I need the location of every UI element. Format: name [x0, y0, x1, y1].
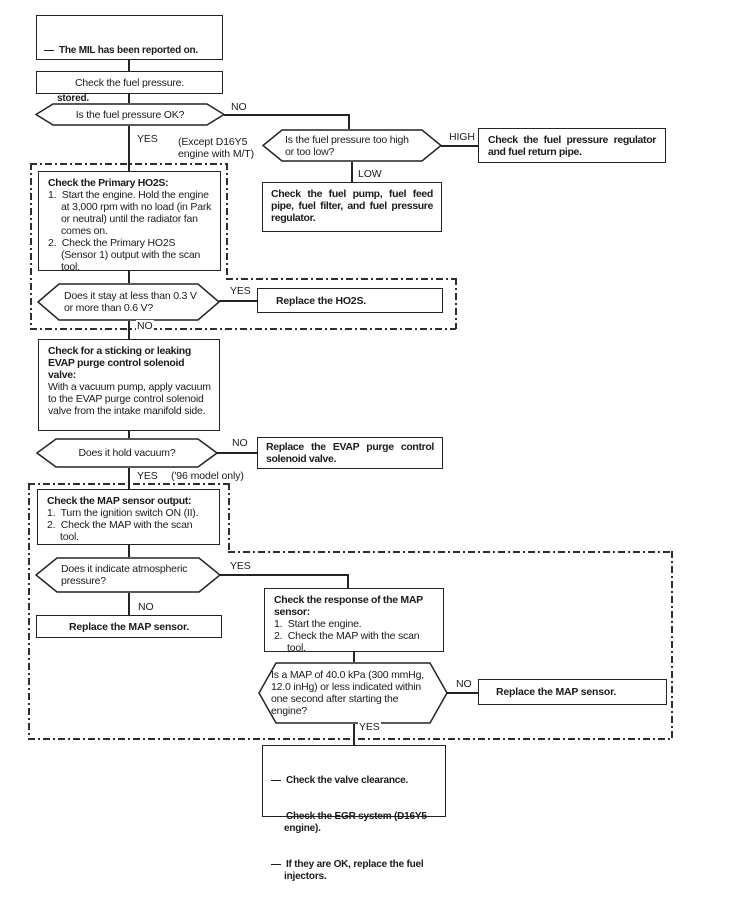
map-response-title: Check the response of the MAP sensor:: [274, 594, 423, 618]
connector-yes-down: [128, 126, 130, 171]
yes-label: YES: [229, 560, 252, 572]
map-40kpa-decision: Is a MAP of 40.0 kPa (300 mmHg, 12.0 inH…: [258, 662, 448, 724]
connector-no-down: [128, 593, 130, 615]
yes-label: YES: [136, 470, 159, 482]
hexagon-shape: [258, 662, 448, 724]
connector: [128, 60, 130, 71]
dash-region2-bottom: [28, 738, 673, 740]
check-map-response-box: Check the response of the MAP sensor: 1.…: [264, 588, 444, 654]
dash-region2-right: [671, 551, 673, 739]
yes-label: YES: [136, 133, 159, 145]
final-line: — Check the EGR system (D16Y5 engine).: [271, 811, 430, 834]
connector: [353, 652, 355, 662]
hexagon-shape: [35, 557, 221, 593]
ho2s-step: 2. Check the Primary HO2S (Sensor 1) out…: [48, 237, 203, 273]
connector-yes-right: [220, 574, 348, 576]
hexagon-shape: [37, 283, 220, 321]
check-regulator-text: Check the fuel pressure regulator and fu…: [488, 134, 656, 158]
no-label: NO: [136, 320, 154, 332]
no-label: NO: [230, 101, 248, 113]
map-output-title: Check the MAP sensor output:: [47, 495, 192, 507]
final-line: — Check the valve clearance.: [271, 775, 409, 786]
replace-ho2s-box: Replace the HO2S.: [257, 288, 443, 313]
connector: [128, 545, 130, 557]
dash-region1-right: [455, 278, 457, 329]
connector-no-down: [128, 321, 130, 339]
replace-ho2s-text: Replace the HO2S.: [276, 294, 366, 307]
evap-body: With a vacuum pump, apply vacuum to the …: [48, 381, 211, 417]
model-96-annotation: ('96 model only): [170, 470, 245, 482]
stay-voltage-decision: Does it stay at less than 0.3 V or more …: [37, 283, 220, 321]
high-label: HIGH: [448, 131, 476, 143]
check-map-output-box: Check the MAP sensor output: 1. Turn the…: [37, 489, 220, 545]
no-label: NO: [137, 601, 155, 613]
final-line: — If they are OK, replace the fuel injec…: [271, 859, 427, 882]
pressure-high-low-text: Is the fuel pressure too high or too low…: [285, 133, 409, 158]
replace-map-sensor-box: Replace the MAP sensor.: [36, 615, 222, 638]
final-box: — Check the valve clearance. — Check the…: [262, 745, 446, 882]
check-regulator-box: Check the fuel pressure regulator and fu…: [478, 128, 666, 163]
pressure-high-low-decision: Is the fuel pressure too high or too low…: [262, 129, 442, 162]
fuel-pressure-ok-text: Is the fuel pressure OK?: [75, 108, 185, 121]
stay-voltage-text: Does it stay at less than 0.3 V or more …: [64, 290, 197, 314]
connector: [348, 114, 350, 129]
check-fuel-pressure-box: Check the fuel pressure.: [36, 71, 223, 94]
connector-no-right: [447, 692, 478, 694]
connector: [128, 271, 130, 283]
atmospheric-decision: Does it indicate atmospheric pressure?: [35, 557, 221, 593]
dash-region1-inner-v: [226, 163, 228, 279]
evap-title: Check for a sticking or leaking EVAP pur…: [48, 345, 191, 381]
connector: [128, 431, 130, 438]
connector-low-down: [351, 162, 353, 182]
connector-yes-down: [128, 468, 130, 490]
replace-evap-text: Replace the EVAP purge control solenoid …: [266, 441, 434, 465]
hold-vacuum-text: Does it hold vacuum?: [78, 447, 176, 459]
map-response-step: 1. Start the engine.: [274, 618, 362, 630]
dash-region1-mid: [226, 278, 456, 280]
start-box: — The MIL has been reported on. — DTC P0…: [36, 15, 223, 104]
dash-region2-inner-v: [228, 483, 230, 552]
map-40kpa-text: Is a MAP of 40.0 kPa (300 mmHg, 12.0 inH…: [271, 669, 424, 717]
flowchart-canvas: — The MIL has been reported on. — DTC P0…: [28, 15, 673, 882]
dash-region2-left: [28, 483, 30, 739]
connector-no-right: [217, 452, 257, 454]
hexagon-shape: [36, 438, 218, 468]
low-label: LOW: [357, 168, 383, 180]
atmospheric-text: Does it indicate atmospheric pressure?: [61, 563, 188, 587]
check-fuel-pump-box: Check the fuel pump, fuel feed pipe, fue…: [262, 182, 442, 232]
dash-region1-bottom: [30, 328, 456, 330]
connector: [347, 574, 349, 588]
replace-map-sensor-text: Replace the MAP sensor.: [68, 620, 190, 633]
hold-vacuum-decision: Does it hold vacuum?: [36, 438, 218, 468]
check-fuel-pump-text: Check the fuel pump, fuel feed pipe, fue…: [271, 188, 433, 224]
connector-high-right: [441, 145, 478, 147]
start-line: — The MIL has been reported on.: [44, 45, 198, 56]
no-label: NO: [231, 437, 249, 449]
replace-map-sensor-text-2: Replace the MAP sensor.: [496, 686, 617, 698]
dash-region1-left: [30, 163, 32, 329]
connector-no-right: [224, 114, 350, 116]
connector-yes-down: [353, 724, 355, 745]
map-response-step: 2. Check the MAP with the scan tool.: [274, 630, 423, 654]
hexagon-shape: [262, 129, 442, 162]
check-evap-box: Check for a sticking or leaking EVAP pur…: [38, 339, 220, 431]
check-fuel-pressure-text: Check the fuel pressure.: [74, 76, 184, 89]
replace-evap-box: Replace the EVAP purge control solenoid …: [257, 437, 443, 469]
connector: [128, 94, 130, 103]
yes-label: YES: [358, 721, 381, 733]
map-output-step: 1. Turn the ignition switch ON (II).: [47, 507, 199, 519]
check-primary-ho2s-box: Check the Primary HO2S: 1. Start the eng…: [38, 171, 221, 273]
no-label: NO: [455, 678, 473, 690]
map-output-step: 2. Check the MAP with the scan tool.: [47, 519, 196, 543]
hexagon-shape: [35, 103, 225, 126]
yes-label: YES: [229, 285, 252, 297]
dash-region2-mid: [228, 551, 673, 553]
ho2s-step: 1. Start the engine. Hold the engine at …: [48, 189, 214, 237]
connector-yes-right: [219, 300, 257, 302]
replace-map-sensor-box-2: Replace the MAP sensor.: [478, 679, 667, 705]
ho2s-title: Check the Primary HO2S:: [48, 177, 169, 189]
except-d16y5-annotation: (Except D16Y5 engine with M/T): [177, 136, 256, 160]
fuel-pressure-ok-decision: Is the fuel pressure OK?: [35, 103, 225, 126]
